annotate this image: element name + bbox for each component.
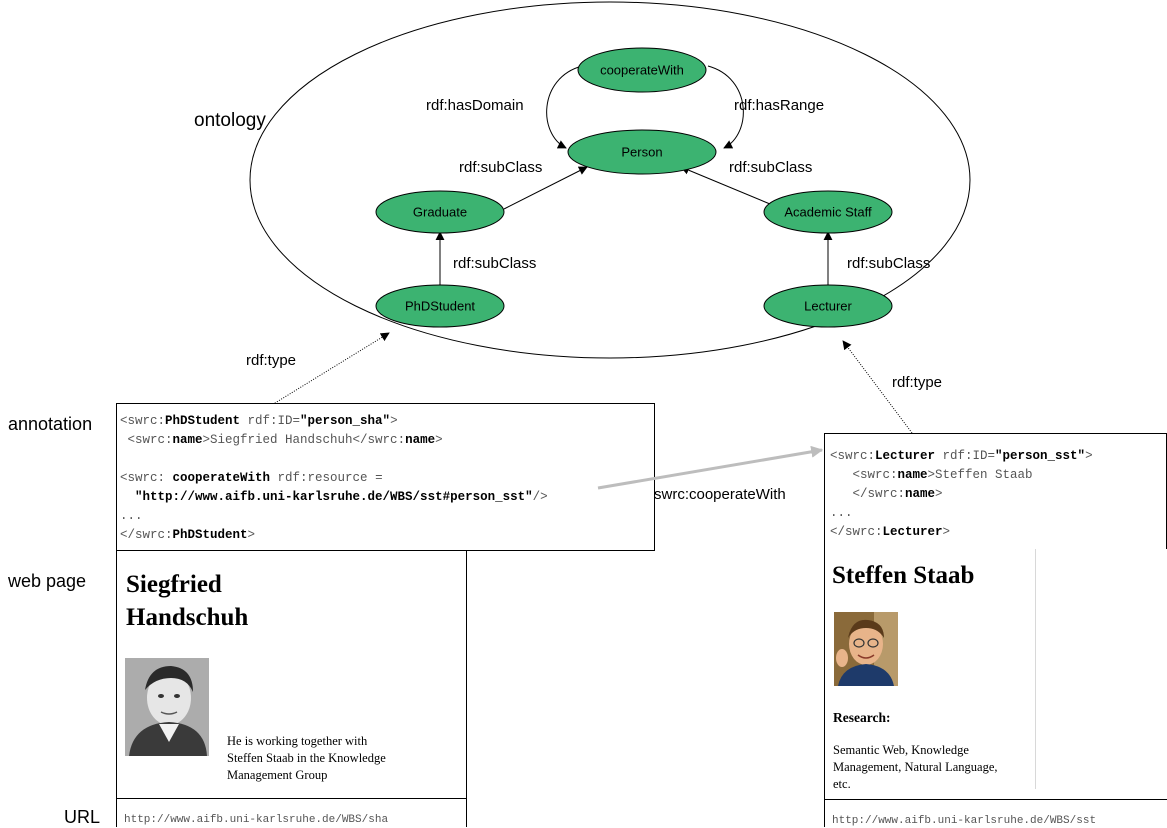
svg-text:cooperateWith: cooperateWith: [600, 63, 684, 78]
portrait-photo: [834, 612, 898, 686]
annotation-line: </swrc:name>: [830, 487, 943, 501]
research-text: Semantic Web, Knowledge Management, Natu…: [833, 743, 998, 791]
person-name: Steffen Staab: [832, 562, 975, 589]
annotation-box-left: <swrc:PhDStudent rdf:ID="person_sha"> <s…: [116, 403, 655, 551]
row-label-url: URL: [64, 807, 101, 827]
label-type-left: rdf:type: [246, 352, 296, 369]
label-type-right: rdf:type: [892, 374, 942, 391]
edge-graduate-person: [503, 166, 588, 210]
edge-staff-person: [680, 165, 771, 205]
ontology-label: ontology: [194, 110, 266, 131]
svg-text:Person: Person: [621, 145, 662, 160]
web-page-left: Siegfried Handschuh He is working togeth…: [116, 551, 467, 799]
person-name: Siegfried: [126, 571, 222, 598]
annotation-line: ...: [830, 506, 853, 520]
annotation-line: "http://www.aifb.uni-karlsruhe.de/WBS/ss…: [135, 490, 548, 504]
row-label-web-page: web page: [8, 571, 87, 591]
edge-has-range: [707, 65, 744, 149]
node-phd-student: PhDStudent: [375, 284, 505, 328]
label-subclass-lecturer: rdf:subClass: [847, 255, 930, 272]
annotation-line: <swrc:name>Siegfried Handschuh</swrc:nam…: [120, 433, 443, 447]
web-page-right: Steffen Staab Research: Semantic Web, Kn…: [824, 549, 1167, 800]
label-has-domain: rdf:hasDomain: [426, 97, 524, 114]
portrait-photo: [125, 658, 209, 756]
annotation-line: <swrc:PhDStudent rdf:ID="person_sha">: [120, 414, 398, 428]
svg-text:Academic Staff: Academic Staff: [784, 205, 872, 220]
label-subclass-staff: rdf:subClass: [729, 159, 812, 176]
label-cooperate-with: swrc:cooperateWith: [654, 486, 786, 503]
page-text: He is working together with Steffen Staa…: [227, 734, 386, 782]
annotation-line: </swrc:PhDStudent>: [120, 528, 256, 542]
annotation-box-right: <swrc:Lecturer rdf:ID="person_sst"> <swr…: [824, 433, 1167, 550]
label-subclass-graduate: rdf:subClass: [459, 159, 542, 176]
svg-text:Lecturer: Lecturer: [804, 299, 852, 314]
svg-text:Graduate: Graduate: [413, 205, 467, 220]
node-cooperate-with: cooperateWith: [577, 47, 707, 93]
url-box-right: http://www.aifb.uni-karlsruhe.de/WBS/sst: [824, 799, 1167, 827]
ontology-boundary: [249, 1, 971, 359]
annotation-line: <swrc:name>Steffen Staab: [830, 468, 1033, 482]
node-person: Person: [567, 129, 717, 175]
annotation-line: </swrc:Lecturer>: [830, 525, 951, 539]
edge-type-right: [842, 340, 913, 434]
url-text: http://www.aifb.uni-karlsruhe.de/WBS/sha: [124, 814, 389, 826]
annotation-line: <swrc:Lecturer rdf:ID="person_sst">: [830, 449, 1093, 463]
url-text: http://www.aifb.uni-karlsruhe.de/WBS/sst: [832, 815, 1097, 827]
node-lecturer: Lecturer: [763, 284, 893, 328]
annotation-line: ...: [120, 509, 143, 523]
url-box-left: http://www.aifb.uni-karlsruhe.de/WBS/sha: [116, 798, 467, 827]
label-subclass-phd: rdf:subClass: [453, 255, 536, 272]
row-label-annotation: annotation: [8, 414, 93, 434]
label-has-range: rdf:hasRange: [734, 97, 824, 114]
research-heading: Research:: [833, 710, 891, 725]
person-name: Handschuh: [126, 604, 249, 631]
annotation-line: <swrc: cooperateWith rdf:resource =: [120, 471, 383, 485]
page-divider: [1035, 549, 1036, 789]
edge-has-domain: [546, 65, 583, 149]
svg-text:PhDStudent: PhDStudent: [405, 299, 475, 314]
node-graduate: Graduate: [375, 190, 505, 234]
node-academic-staff: Academic Staff: [763, 190, 893, 234]
edge-type-left: [261, 332, 390, 412]
